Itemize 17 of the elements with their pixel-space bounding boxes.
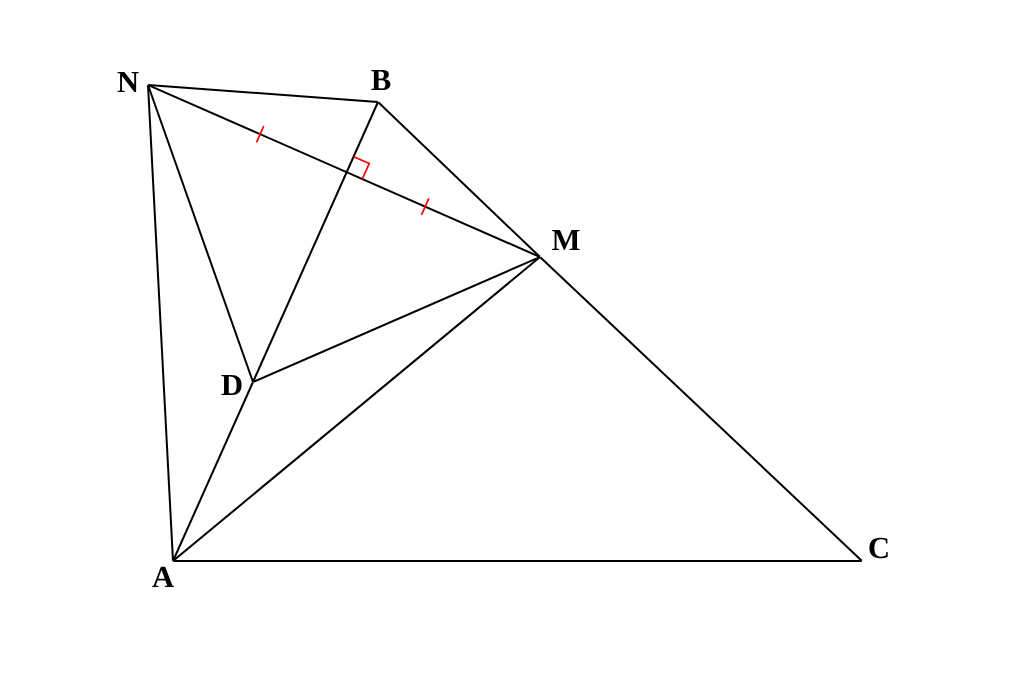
line-segment <box>147 84 174 562</box>
line-segment <box>252 101 379 383</box>
line-segment <box>252 256 541 383</box>
line-segment <box>147 84 254 383</box>
line-segment <box>147 84 541 258</box>
line-segment <box>147 84 379 103</box>
line-segment <box>172 560 863 562</box>
point-label: D <box>221 374 242 396</box>
point-label: C <box>869 537 888 559</box>
point-label: M <box>552 229 580 251</box>
line-segment <box>377 101 541 258</box>
point-label: A <box>152 566 174 588</box>
point-label: N <box>117 71 139 93</box>
line-segment <box>172 256 541 562</box>
line-segment <box>172 381 254 562</box>
point-label: B <box>371 69 391 91</box>
line-segment <box>539 256 863 562</box>
